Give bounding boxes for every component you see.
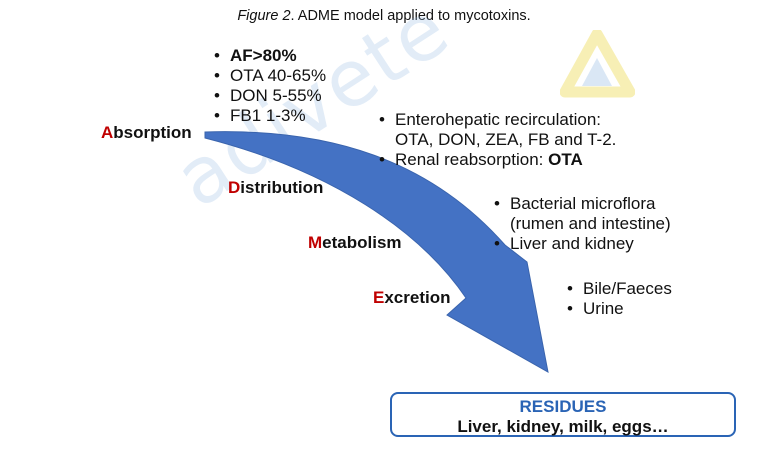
residues-subtitle: Liver, kidney, milk, eggs… bbox=[457, 417, 669, 436]
stage-distribution: Distribution bbox=[228, 178, 324, 197]
list-item: OTA 40-65% bbox=[212, 66, 326, 86]
list-item: Renal reabsorption: OTA bbox=[377, 150, 616, 170]
list-item: Urine bbox=[565, 299, 672, 319]
figure-caption: Figure 2. ADME model applied to mycotoxi… bbox=[0, 8, 768, 24]
list-item: Bile/Faeces bbox=[565, 279, 672, 299]
caption-text: . ADME model applied to mycotoxins. bbox=[290, 8, 531, 24]
stage-excretion: Excretion bbox=[373, 288, 451, 307]
residues-box: RESIDUES Liver, kidney, milk, eggs… bbox=[390, 392, 736, 437]
stage-absorption: Absorption bbox=[101, 123, 192, 142]
figure-label: Figure 2 bbox=[237, 8, 291, 24]
residues-title: RESIDUES bbox=[519, 397, 607, 416]
flow-arrow-shape bbox=[204, 131, 549, 373]
distribution-list: Enterohepatic recirculation: OTA, DON, Z… bbox=[377, 110, 616, 170]
stage-metabolism: Metabolism bbox=[308, 233, 402, 252]
list-item: FB1 1-3% bbox=[212, 106, 326, 126]
list-item: Enterohepatic recirculation: OTA, DON, Z… bbox=[377, 110, 616, 150]
absorption-list: AF>80% OTA 40-65% DON 5-55% FB1 1-3% bbox=[212, 46, 326, 126]
excretion-list: Bile/Faeces Urine bbox=[565, 279, 672, 319]
list-item: Liver and kidney bbox=[492, 234, 671, 254]
list-item: AF>80% bbox=[212, 46, 326, 66]
list-item: Bacterial microflora (rumen and intestin… bbox=[492, 194, 671, 234]
watermark-logo-icon bbox=[560, 30, 635, 98]
list-item: DON 5-55% bbox=[212, 86, 326, 106]
metabolism-list: Bacterial microflora (rumen and intestin… bbox=[492, 194, 671, 254]
